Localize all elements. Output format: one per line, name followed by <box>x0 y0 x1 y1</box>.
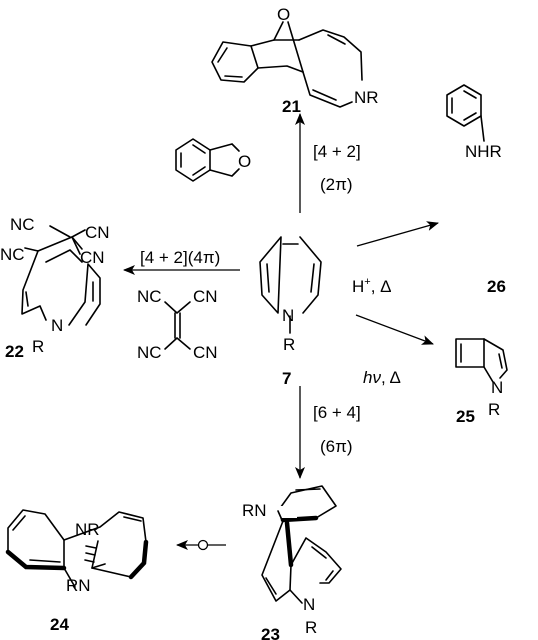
c21-oxygen: O <box>277 5 290 24</box>
arrow-to-26 <box>356 221 439 247</box>
compound-7: N R 7 <box>259 236 322 388</box>
c7-nitrogen: N <box>282 306 294 325</box>
c26-number: 26 <box>487 277 506 296</box>
compound-25: N R 25 <box>455 338 508 426</box>
tcne-cn-4: CN <box>193 343 218 362</box>
c22-nitrogen: N <box>51 316 63 335</box>
cope-symbol-icon <box>197 539 209 551</box>
reagent-tcne: NC CN NC CN <box>137 287 218 362</box>
c24-rn: RN <box>66 576 91 595</box>
c25-nitrogen: N <box>491 378 503 397</box>
c21-nr: NR <box>354 88 379 107</box>
c26-nhr: NHR <box>465 142 502 161</box>
c24-nr: NR <box>75 520 100 539</box>
c23-number: 23 <box>261 625 280 640</box>
arrow-to-25 <box>355 314 434 345</box>
tcne-cn-1: NC <box>137 287 162 306</box>
c24-number: 24 <box>50 615 69 634</box>
cond-21-line2: (2π) <box>320 175 353 194</box>
compound-26: NHR 26 <box>446 84 506 296</box>
tcne-cn-2: CN <box>193 287 218 306</box>
isobenzofuran-oxygen: O <box>238 152 251 171</box>
c22-cn-1: NC <box>10 215 35 234</box>
c22-cn-4: CN <box>80 248 105 267</box>
c22-number: 22 <box>5 342 24 361</box>
tcne-cn-3: NC <box>137 343 162 362</box>
compound-22: NC CN NC CN N R 22 <box>0 215 110 361</box>
c22-cn-3: NC <box>0 245 25 264</box>
c22-cn-2: CN <box>85 223 110 242</box>
compound-24: NR RN 24 <box>5 509 149 634</box>
c7-number: 7 <box>282 369 291 388</box>
cond-22-line1: [4 + 2](4π) <box>140 248 220 267</box>
c7-r-group: R <box>283 335 295 354</box>
cond-21-line1: [4 + 2] <box>313 142 361 161</box>
cond-23-line1: [6 + 4] <box>313 403 361 422</box>
c22-r-group: R <box>32 337 44 356</box>
cond-23-line2: (6π) <box>320 437 353 456</box>
cond-25: hν, Δ <box>363 368 401 387</box>
c23-rn: RN <box>242 501 267 520</box>
c25-number: 25 <box>456 407 475 426</box>
c25-r-group: R <box>488 400 500 419</box>
compound-21: O NR 21 <box>211 5 379 116</box>
reagent-isobenzofuran: O <box>175 138 251 182</box>
c23-nitrogen: N <box>303 595 315 614</box>
compound-23: RN N R 23 <box>242 485 342 640</box>
c23-r-group: R <box>305 618 317 637</box>
cond-26: H+, Δ <box>352 276 392 296</box>
c21-number: 21 <box>282 97 301 116</box>
